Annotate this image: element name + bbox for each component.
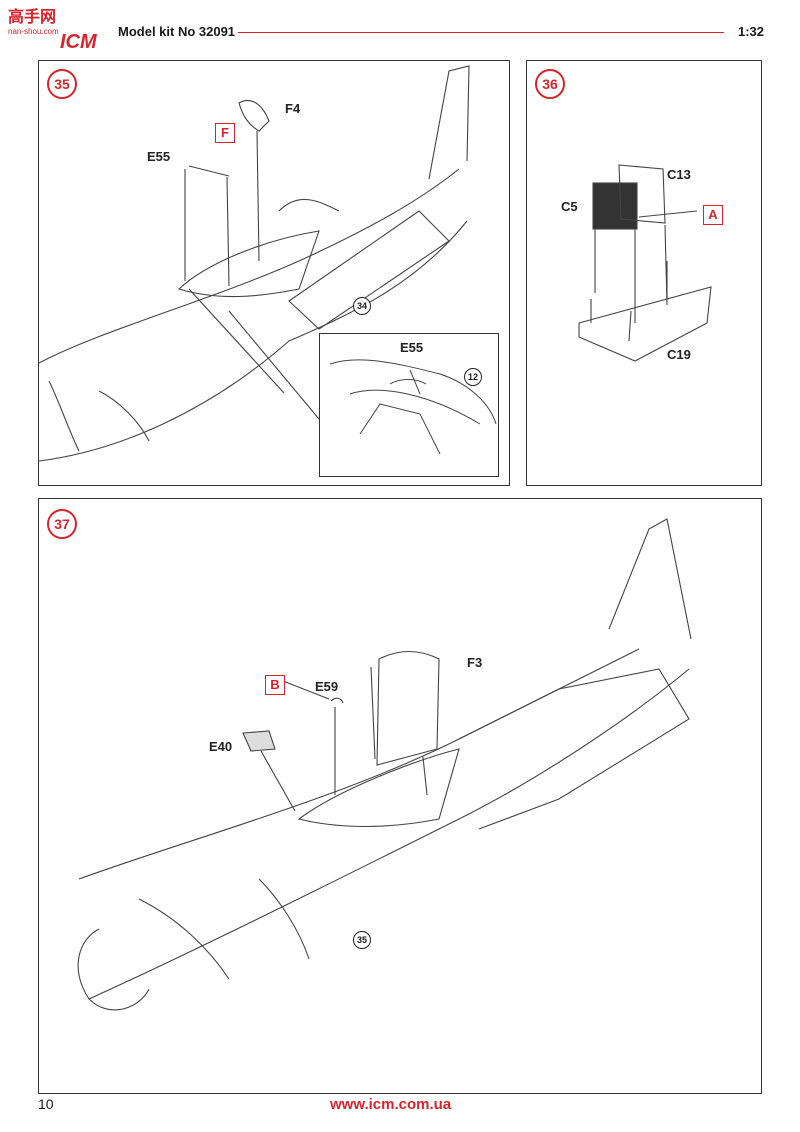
part-label-e59: E59 — [315, 679, 339, 694]
model-kit-title: Model kit No 32091 — [118, 24, 236, 39]
step-35-panel: 35 F4 E55 F 34 E55 12 — [38, 60, 510, 486]
step-ref-34: 34 — [353, 297, 371, 315]
inset-label-e55: E55 — [400, 340, 424, 355]
icm-logo: 高手网 nan-shou.com ICM — [4, 4, 104, 56]
cockpit-detail-illustration — [329, 359, 497, 455]
part-label-e55: E55 — [147, 149, 171, 164]
step-number-badge: 37 — [47, 509, 77, 539]
step-number-badge: 35 — [47, 69, 77, 99]
step-36-panel: 36 C13 C5 A C19 — [526, 60, 762, 486]
part-label-c13: C13 — [667, 167, 691, 182]
part-label-c19: C19 — [667, 347, 691, 362]
scale-label: 1:32 — [738, 24, 765, 39]
inset-ref-12: 12 — [464, 368, 482, 386]
part-label-f3: F3 — [467, 655, 483, 670]
fuselage-illustration-37 — [77, 518, 692, 1011]
page-number: 10 — [38, 1096, 54, 1112]
logo-text: ICM — [60, 31, 98, 53]
paint-code-f: F — [215, 123, 235, 143]
radiator-illustration-36 — [578, 164, 712, 362]
website-link[interactable]: www.icm.com.ua — [330, 1096, 452, 1113]
paint-code-b: B — [265, 675, 285, 695]
step-number-badge: 36 — [535, 69, 565, 99]
cockpit-detail-inset: E55 12 — [319, 333, 499, 477]
logo-graphic: 高手网 nan-shou.com ICM — [8, 7, 98, 53]
paint-code-a: A — [703, 205, 723, 225]
watermark-text: 高手网 — [8, 7, 56, 26]
step-37-panel: 37 B E59 F3 E40 35 — [38, 498, 762, 1094]
header-rule — [238, 32, 724, 33]
watermark-url: nan-shou.com — [8, 27, 59, 36]
part-label-f4: F4 — [285, 101, 301, 116]
part-label-e40: E40 — [209, 739, 233, 754]
fuselage-illustration-35 — [39, 65, 470, 462]
step-ref-35: 35 — [353, 931, 371, 949]
part-label-c5: C5 — [561, 199, 578, 214]
